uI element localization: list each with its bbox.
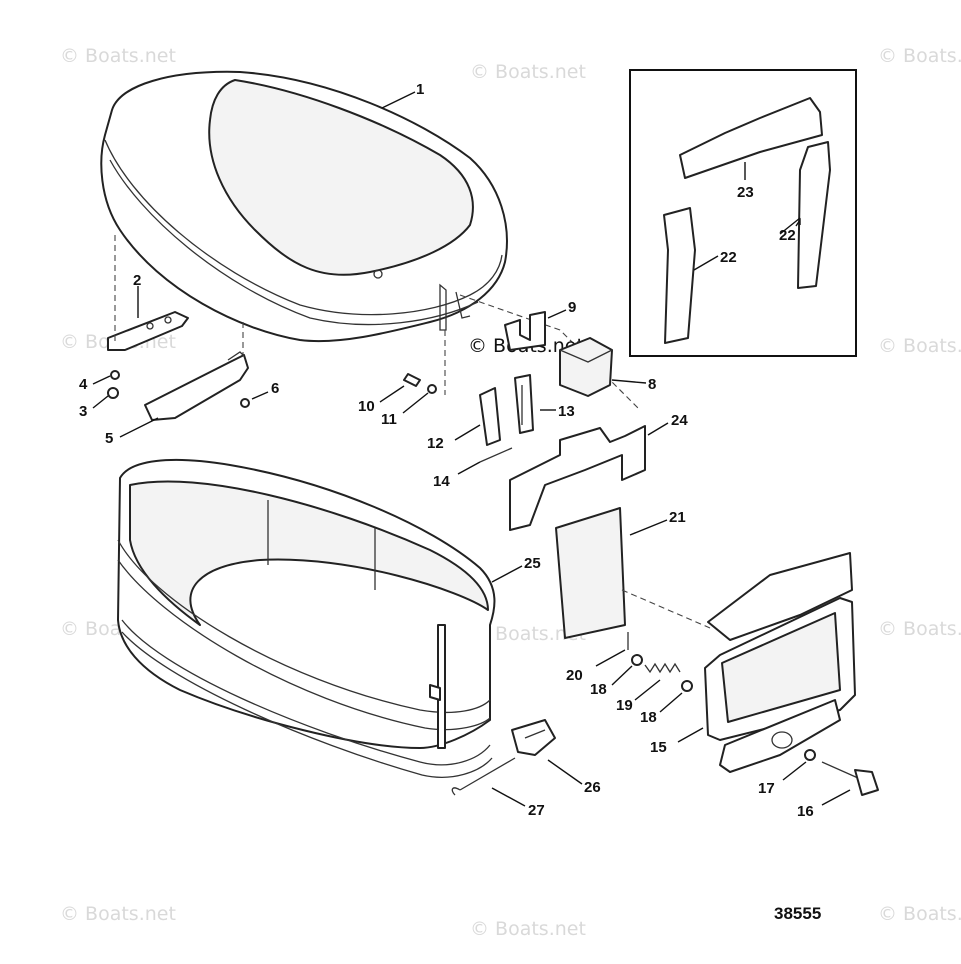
part-8-block[interactable]: 8	[559, 337, 656, 397]
watermark: © Boats.net	[470, 61, 586, 83]
callout-3: 3	[79, 403, 87, 420]
callout-13: 13	[558, 403, 575, 420]
callout-26: 26	[584, 779, 601, 796]
callout-12: 12	[427, 435, 444, 452]
callout-15: 15	[650, 739, 667, 756]
part-18-washer-right[interactable]: 18	[640, 680, 693, 726]
callout-5: 5	[105, 430, 113, 447]
part-3-screw[interactable]: 3	[79, 387, 119, 420]
part-15-latch-cover[interactable]: 15	[621, 552, 856, 773]
part-26-latch-hook[interactable]: 26	[511, 719, 601, 796]
callout-4: 4	[79, 376, 88, 393]
part-16-knob[interactable]: 16	[797, 761, 879, 820]
part-19-spring[interactable]: 19	[616, 662, 681, 714]
watermark: © Boats.net	[878, 903, 961, 925]
part-13-latch-plate[interactable]: 13	[514, 374, 575, 434]
part-10-screw[interactable]: 10	[358, 373, 421, 415]
callout-22: 22	[779, 227, 796, 244]
watermark: © Boats.net	[470, 918, 586, 940]
part-17-washer[interactable]: 17	[758, 749, 816, 797]
callout-1: 1	[416, 81, 424, 98]
callout-2: 2	[133, 272, 141, 289]
part-9-clip[interactable]: 9	[504, 299, 576, 351]
part-24-bracket[interactable]: 24	[509, 412, 688, 531]
watermark: © Boats.net	[60, 45, 176, 67]
part-14-pin[interactable]: 14	[433, 447, 513, 490]
watermark: © Boats.net	[878, 335, 961, 357]
inset-box: 23 22 22	[629, 69, 857, 357]
part-21-plate[interactable]: 21	[555, 507, 686, 639]
part-4-washer[interactable]: 4	[79, 370, 120, 393]
part-23-pad[interactable]: 23	[679, 97, 823, 201]
part-22-pad-right[interactable]: 22	[779, 141, 831, 289]
callout-18: 18	[640, 709, 657, 726]
callout-18: 18	[590, 681, 607, 698]
callout-11: 11	[381, 411, 397, 428]
part-25-bottom-cowl[interactable]: 25	[117, 458, 541, 778]
part-27-rod[interactable]: 27	[451, 757, 545, 819]
callout-21: 21	[669, 509, 686, 526]
watermark: © Boats.net	[878, 618, 961, 640]
watermark: © Boats.net	[60, 903, 176, 925]
callout-10: 10	[358, 398, 375, 415]
watermark: © Boats.net	[470, 623, 586, 645]
alignment-line	[621, 589, 711, 629]
callout-19: 19	[616, 697, 633, 714]
callout-17: 17	[758, 780, 775, 797]
callout-9: 9	[568, 299, 576, 316]
callout-8: 8	[648, 376, 656, 393]
watermark: © Boats.net	[878, 45, 961, 67]
callout-24: 24	[671, 412, 688, 429]
part-18-washer-left[interactable]: 18	[590, 654, 643, 698]
callout-22: 22	[720, 249, 737, 266]
callout-25: 25	[524, 555, 541, 572]
part-5-latch-bracket[interactable]: 5	[105, 351, 249, 447]
callout-14: 14	[433, 473, 450, 490]
callout-23: 23	[737, 184, 754, 201]
callout-16: 16	[797, 803, 814, 820]
part-11-washer[interactable]: 11	[381, 384, 437, 428]
part-2-bracket[interactable]: 2	[107, 272, 189, 351]
part-1-top-cowl[interactable]: 1	[100, 70, 508, 343]
figure-number: 38555	[774, 904, 821, 923]
part-12-latch[interactable]: 12	[427, 387, 501, 452]
callout-20: 20	[566, 667, 583, 684]
part-22-pad-left[interactable]: 22	[663, 207, 737, 344]
part-20-pin[interactable]: 20	[566, 632, 629, 684]
alignment-line	[459, 294, 641, 411]
callout-27: 27	[528, 802, 545, 819]
part-6-screw[interactable]: 6	[240, 380, 279, 408]
callout-6: 6	[271, 380, 279, 397]
